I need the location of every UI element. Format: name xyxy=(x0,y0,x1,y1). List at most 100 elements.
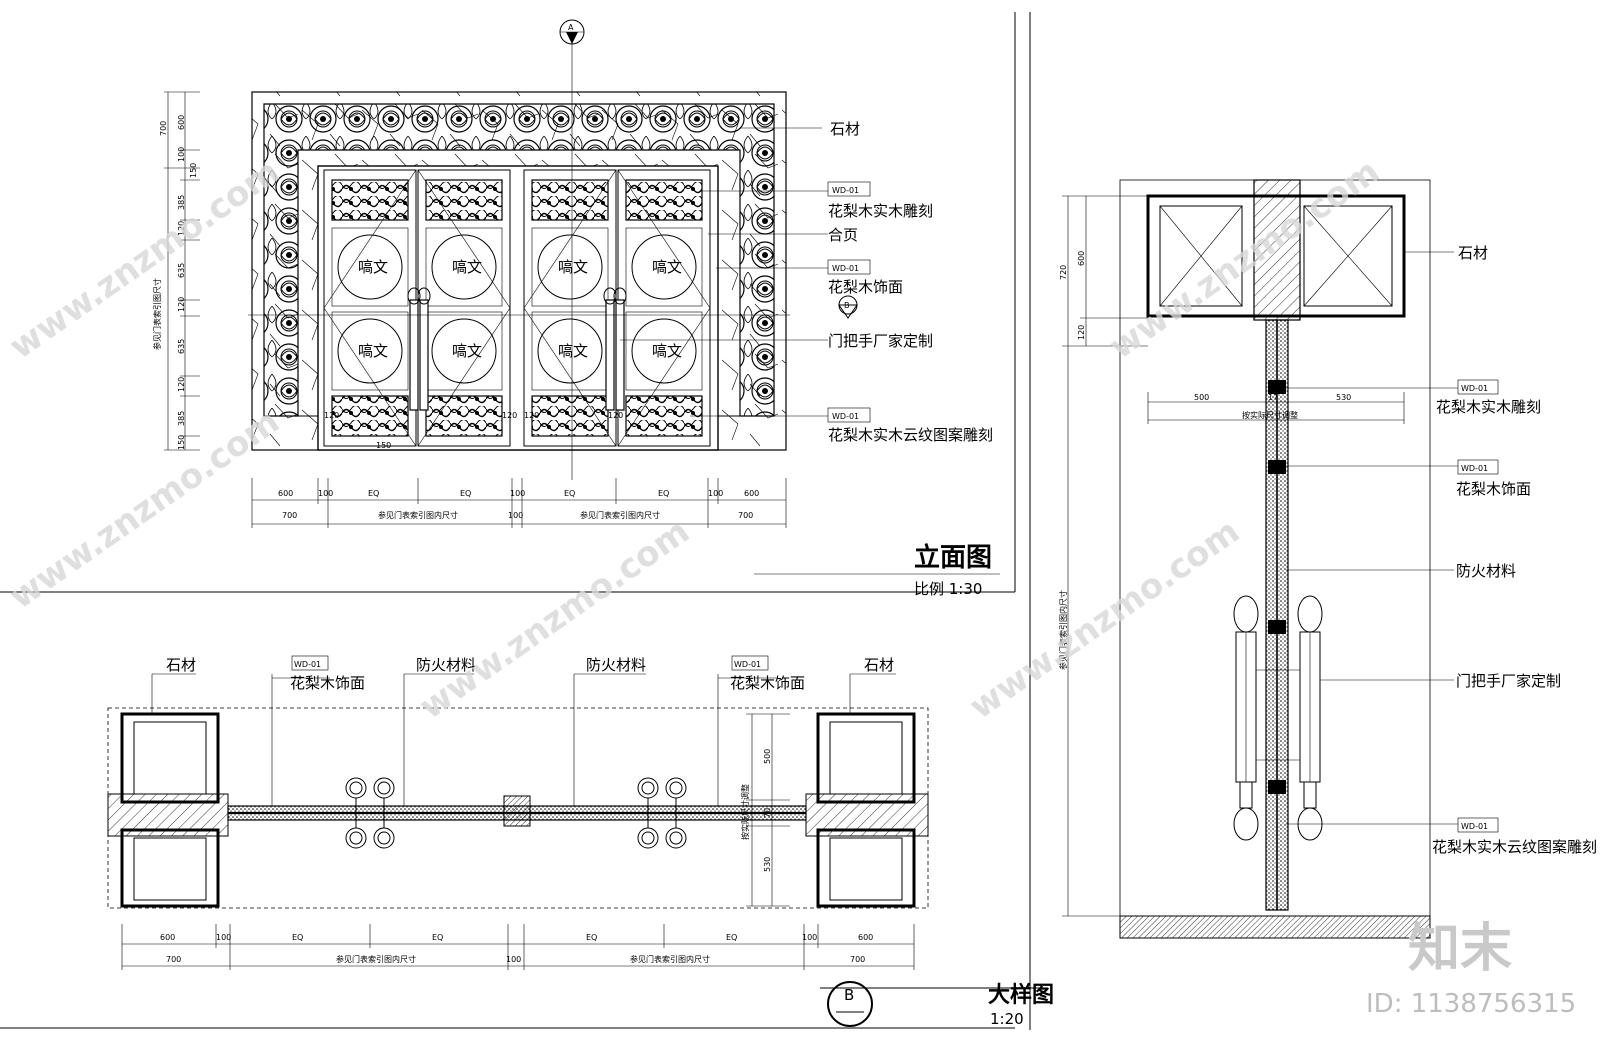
plan-right-dims: 500 70 530 按实际尺寸调整 xyxy=(740,713,790,907)
dim-text: 700 xyxy=(166,955,181,964)
callout-stone: 石材 xyxy=(1458,244,1488,262)
dim-text: 120 xyxy=(502,411,517,420)
section-mark-a-label: A xyxy=(568,23,574,32)
watermark-site: www.znzmo.com xyxy=(2,151,287,367)
dim-note: 参见门表索引图内尺寸 xyxy=(378,510,458,520)
dim-text: 700 xyxy=(282,511,297,520)
material-code: WD-01 xyxy=(832,186,859,195)
dim-text: 120 xyxy=(1077,325,1086,340)
section-top-dims: 500 17 530 按实际尺寸调整 xyxy=(1147,392,1405,424)
callout-veneer-right: 花梨木饰面 xyxy=(730,674,805,692)
dim-text: 385 xyxy=(177,411,186,426)
top-carved-panels xyxy=(331,179,703,221)
door-swing-lines xyxy=(323,169,711,447)
dim-text: EQ xyxy=(368,489,379,498)
dim-text: 100 xyxy=(802,933,817,942)
dim-text: 700 xyxy=(159,121,168,136)
watermark-site: www.znzmo.com xyxy=(1102,151,1387,367)
plan-door-leaves xyxy=(227,795,807,827)
callout-cloud-carving: 花梨木实木云纹图案雕刻 xyxy=(828,426,993,444)
elevation-title-block: 立面图 比例 1:30 xyxy=(754,542,1000,598)
dim-text: EQ xyxy=(292,933,303,942)
dim-text: 385 xyxy=(177,195,186,210)
plan-right-column xyxy=(805,712,929,908)
dim-text: EQ xyxy=(586,933,597,942)
dim-text: EQ xyxy=(564,489,575,498)
dim-text: 600 xyxy=(160,933,175,942)
dim-text: 530 xyxy=(763,857,772,872)
dim-text: 120 xyxy=(324,411,339,420)
dim-text: 600 xyxy=(177,115,186,130)
plan-mark: B xyxy=(844,986,854,1004)
plan-callouts: WD-01 WD-01 石材 花梨木饰面 防火材料 防火材料 花梨木饰面 石材 xyxy=(151,655,896,806)
callout-fireproof: 防火材料 xyxy=(1456,562,1516,580)
dim-text: 17 xyxy=(1268,393,1278,402)
callout-fireproof-right: 防火材料 xyxy=(586,656,646,674)
bottom-carved-panels xyxy=(331,395,703,437)
section-mark-a: A xyxy=(559,19,585,45)
callout-veneer: 花梨木饰面 xyxy=(828,278,903,296)
corner-brand: 知末 ID: 1138756315 xyxy=(1366,919,1576,1019)
plan-title-block: B 大样图 1:20 xyxy=(820,981,1054,1028)
section-left-dims: 720 600 120 参见门表索引图内尺寸 xyxy=(1058,195,1148,917)
callout-stone: 石材 xyxy=(830,120,860,138)
callout-veneer-left: 花梨木饰面 xyxy=(290,674,365,692)
panel-text: 嗃文 xyxy=(452,258,482,276)
plan-title: 大样图 xyxy=(988,982,1054,1008)
elevation-scale: 比例 1:30 xyxy=(914,580,982,598)
panel-text: 嗃文 xyxy=(358,342,388,360)
callout-veneer: 花梨木饰面 xyxy=(1456,480,1531,498)
image-id-text: ID: 1138756315 xyxy=(1366,989,1576,1019)
material-code: WD-01 xyxy=(832,264,859,273)
dim-text: 100 xyxy=(508,511,523,520)
panel-text: 嗃文 xyxy=(558,258,588,276)
dim-text: 150 xyxy=(189,163,198,178)
callout-handle: 门把手厂家定制 xyxy=(1456,672,1561,690)
section-handles xyxy=(1233,595,1323,841)
material-code: WD-01 xyxy=(734,660,761,669)
section-callouts: WD-01 WD-01 WD-01 石材 花梨木实木雕刻 花梨木饰面 防火材料 … xyxy=(1286,244,1597,856)
panel-text: 嗃文 xyxy=(558,342,588,360)
dim-text: 600 xyxy=(278,489,293,498)
dim-text: 600 xyxy=(744,489,759,498)
panel-text: 嗃文 xyxy=(358,258,388,276)
panel-labels: 嗃文 嗃文 嗃文 嗃文 嗃文 嗃文 嗃文 嗃文 xyxy=(358,258,682,360)
panel-text: 嗃文 xyxy=(452,342,482,360)
dim-note: 参见门表索引图内尺寸 xyxy=(336,954,416,964)
callout-stone-right: 石材 xyxy=(864,656,894,674)
elevation-inner-dims: 120 150 120 120 120 xyxy=(324,411,623,450)
sheet-frame xyxy=(0,12,1031,1030)
callout-hinge: 合页 xyxy=(828,226,858,244)
dim-text: 600 xyxy=(858,933,873,942)
dim-text: 120 xyxy=(608,411,623,420)
dim-text: 120 xyxy=(177,297,186,312)
dim-text: 635 xyxy=(177,263,186,278)
material-code: WD-01 xyxy=(832,412,859,421)
dim-text: 120 xyxy=(177,221,186,236)
dim-text: 150 xyxy=(376,441,391,450)
callout-stone-left: 石材 xyxy=(166,656,196,674)
dim-text: 700 xyxy=(738,511,753,520)
dim-text: 100 xyxy=(510,489,525,498)
elevation-left-dims: 700 600 100 150 385 120 635 120 635 120 … xyxy=(152,91,200,451)
section-mark-b-label: B xyxy=(844,301,850,310)
dim-text: 120 xyxy=(177,377,186,392)
dim-text: 120 xyxy=(524,411,539,420)
dim-note: 参见门表索引图尺寸 xyxy=(152,278,162,350)
dim-text: 150 xyxy=(177,435,186,450)
circle-panels xyxy=(331,227,703,391)
material-code: WD-01 xyxy=(1461,822,1488,831)
dim-text: 70 xyxy=(763,808,772,818)
watermark-site: www.znzmo.com xyxy=(2,401,287,617)
dim-text: 720 xyxy=(1059,265,1068,280)
callout-handle: 门把手厂家定制 xyxy=(828,332,933,350)
dim-note: 按实际尺寸调整 xyxy=(740,784,750,840)
material-code: WD-01 xyxy=(294,660,321,669)
material-code: WD-01 xyxy=(1461,464,1488,473)
door-handles xyxy=(407,287,627,411)
material-code: WD-01 xyxy=(1461,384,1488,393)
dim-text: 700 xyxy=(850,955,865,964)
elevation-view: 嗃文 嗃文 嗃文 嗃文 嗃文 嗃文 嗃文 嗃文 xyxy=(152,19,1000,598)
